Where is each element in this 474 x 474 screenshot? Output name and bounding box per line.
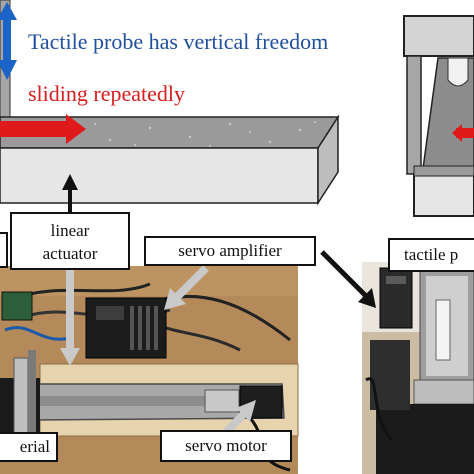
slab-texture [58,121,316,147]
slab-side [317,114,339,206]
sliding-caption: sliding repeatedly [28,81,186,106]
top-plate [403,15,474,57]
material-label: erial [0,432,58,462]
actuator-photo-pointer-icon [60,270,80,366]
vertical-freedom-caption: Tactile probe has vertical freedom [28,29,329,54]
linear-actuator-label: linear actuator [10,212,130,270]
circuit-board [1,291,33,321]
probe-tip [447,57,469,87]
linear-actuator-line1: linear [50,221,90,240]
servo-amplifier-label: servo amplifier [144,236,316,266]
vertical-arrow-icon [0,2,17,80]
sliding-arrow-right-icon [452,124,474,142]
base-top [413,165,474,177]
linear-actuator-line2: actuator [42,244,98,263]
amplifier-pointer-icon [164,265,209,310]
tactile-probe-label: tactile p [388,238,474,272]
servo-motor-label: servo motor [160,430,292,462]
sliding-arrow-icon [0,114,86,144]
motor-pointer-icon [223,400,256,435]
left-edge-label-box [0,232,8,268]
actuator-pointer-arrow [62,174,78,214]
slab-front [0,147,319,204]
